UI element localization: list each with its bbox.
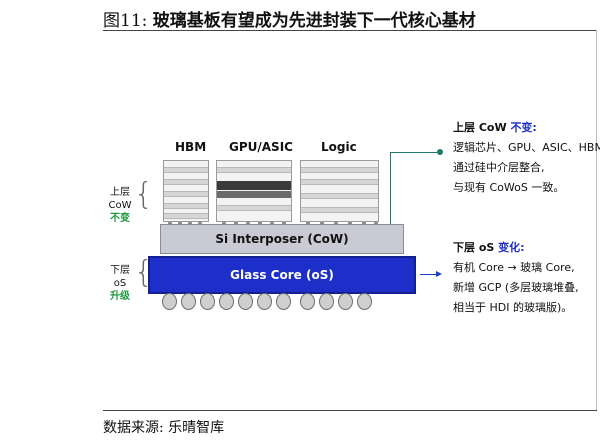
solder-ball — [338, 293, 353, 310]
glass-core: Glass Core (oS) — [148, 256, 416, 294]
upper-layer-label: 上层 CoW 不变 — [107, 186, 133, 225]
upper-label-line1: 上层 — [110, 187, 130, 198]
lower-annotation: 下层 oS 变化: 有机 Core → 玻璃 Core, 新增 GCP (多层玻… — [453, 238, 579, 318]
bottom-rule — [103, 410, 597, 411]
solder-balls — [160, 293, 404, 311]
upper-brace-icon: { — [134, 177, 154, 212]
lower-label-line2: oS — [113, 278, 127, 289]
upper-connector-dot — [437, 149, 443, 155]
upper-connector-vertical — [390, 152, 391, 224]
lower-connector-line — [420, 274, 436, 275]
lower-label-line1: 下层 — [110, 265, 130, 276]
solder-ball — [162, 293, 177, 310]
lower-annotation-line: 有机 Core → 玻璃 Core, — [453, 261, 575, 274]
solder-ball — [300, 293, 315, 310]
solder-ball — [357, 293, 372, 310]
upper-annotation-line: 通过硅中介层整合, — [453, 161, 545, 174]
solder-ball — [319, 293, 334, 310]
lower-arrow-icon — [436, 270, 442, 277]
chip-logic — [300, 160, 379, 222]
lower-annotation-line: 新增 GCP (多层玻璃堆叠, — [453, 281, 579, 294]
upper-label-line2: CoW — [108, 200, 132, 211]
upper-annotation-line: 逻辑芯片、GPU、ASIC、HBM — [453, 141, 600, 154]
lower-label-status: 升级 — [110, 291, 130, 302]
chip-label-hbm: HBM — [175, 140, 207, 154]
upper-label-status: 不变 — [110, 213, 130, 224]
chip-label-logic: Logic — [321, 140, 357, 154]
chip-label-gpu-asic: GPU/ASIC — [229, 140, 293, 154]
right-border — [596, 30, 597, 411]
chip-gpu-asic — [216, 160, 292, 222]
figure-title: 图11: 玻璃基板有望成为先进封装下一代核心基材 — [103, 6, 476, 31]
solder-ball — [238, 293, 253, 310]
solder-ball — [181, 293, 196, 310]
source-note: 数据来源: 乐晴智库 — [103, 420, 225, 436]
chip-hbm — [163, 160, 209, 222]
solder-ball — [257, 293, 272, 310]
upper-connector-horizontal — [390, 152, 440, 153]
figure-number: 图11: — [103, 11, 148, 31]
upper-annotation: 上层 CoW 不变: 逻辑芯片、GPU、ASIC、HBM 通过硅中介层整合, 与… — [453, 118, 600, 198]
solder-ball — [200, 293, 215, 310]
lower-brace-icon: { — [134, 255, 154, 290]
micro-bumps — [164, 222, 400, 225]
solder-ball — [219, 293, 234, 310]
upper-annotation-title: 上层 CoW 不变: — [453, 121, 537, 134]
lower-annotation-title: 下层 oS 变化: — [453, 241, 525, 254]
top-rule — [103, 30, 597, 31]
lower-layer-label: 下层 oS 升级 — [107, 264, 133, 303]
upper-annotation-line: 与现有 CoWoS 一致。 — [453, 181, 565, 194]
lower-annotation-line: 相当于 HDI 的玻璃版)。 — [453, 301, 573, 314]
figure-title-text: 玻璃基板有望成为先进封装下一代核心基材 — [152, 11, 476, 31]
solder-ball — [276, 293, 291, 310]
si-interposer: Si Interposer (CoW) — [160, 224, 404, 254]
